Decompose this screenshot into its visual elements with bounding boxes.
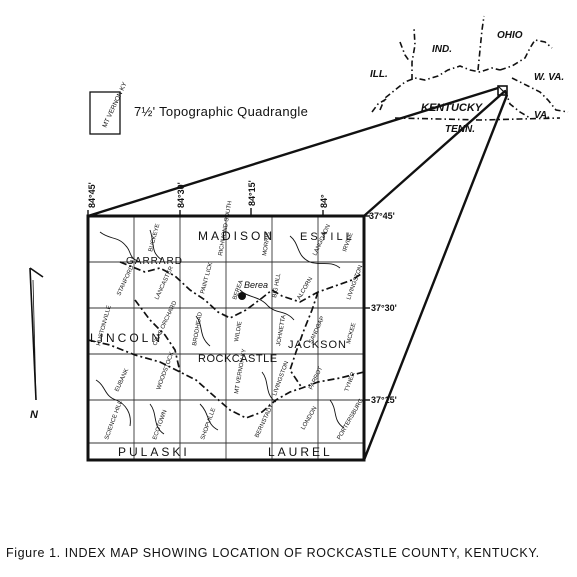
state-boundaries: [371, 15, 569, 121]
quad-label-woodstock: WOODSTOCK: [156, 351, 175, 391]
quad-label-tyner: TYNER: [344, 371, 357, 393]
quad-label-brodhead: BRODHEAD: [192, 311, 204, 346]
legend-sample-quadrangle: MT VERNON KY: [89, 81, 129, 135]
quad-label-portersburg: PORTERSBURG: [337, 398, 365, 441]
quad-label-mckee: MCKEE: [346, 322, 357, 344]
legend-label: 7½' Topographic Quadrangle: [134, 104, 309, 119]
quad-label-livingston-south: LIVINGSTON: [272, 361, 290, 397]
north-arrow: [29, 267, 44, 401]
quad-label-morris: MORRIS: [262, 232, 272, 257]
state-label-illinois: ILL.: [370, 69, 388, 80]
quad-label-paint-lick: PAINT LICK: [200, 262, 214, 295]
quad-label-eubank: EUBANK: [114, 368, 130, 393]
quad-label-crab-orchard: CRAB ORCHARD: [152, 300, 178, 347]
quad-label-johnetta: JOHNETTA: [276, 315, 287, 347]
quad-label-alcorn: ALCORN: [297, 276, 315, 301]
latitude-labels: 37°45' 37°30' 37°15': [369, 211, 397, 405]
quad-label-big-hill: BIG HILL: [272, 272, 282, 298]
county-label-rockcastle: ROCKCASTLE: [198, 353, 278, 365]
berea-town-label: Berea: [244, 280, 268, 290]
location-box-marker: [497, 85, 508, 96]
state-label-west-virginia: W. VA.: [534, 72, 564, 83]
state-label-virginia: VA.: [534, 110, 550, 121]
projection-lines: [87, 86, 509, 461]
quad-label-stanford: STANFORD: [116, 264, 135, 297]
county-label-lincoln: LINCOLN: [90, 331, 163, 345]
rockcastle-county-boundary: [87, 261, 365, 419]
latitude-label-37-15: 37°15': [371, 395, 397, 405]
quad-label-buckeye: BUCKEYE: [148, 223, 161, 252]
county-label-jackson: JACKSON: [288, 339, 347, 351]
longitude-labels: 84°45' 84°30' 84°15' 84°: [87, 180, 329, 208]
quad-label-parrot: PARROT: [308, 366, 324, 391]
state-label-kentucky: KENTUCKY: [421, 102, 484, 114]
county-map-frame: [86, 208, 370, 462]
quad-label-shopville: SHOPVILLE: [200, 407, 217, 440]
longitude-label-84: 84°: [319, 194, 329, 208]
longitude-label-84-45: 84°45': [87, 182, 97, 208]
county-label-laurel: LAUREL: [268, 445, 333, 459]
county-label-pulaski: PULASKI: [118, 445, 190, 459]
quad-label-london: LONDON: [301, 406, 319, 431]
figure-caption: Figure 1. INDEX MAP SHOWING LOCATION OF …: [6, 546, 540, 560]
quad-label-livingston-north: LIVINGSTON: [346, 265, 364, 301]
berea-town-marker: [238, 292, 246, 300]
latitude-label-37-30: 37°30': [371, 303, 397, 313]
county-label-garrard: GARRARD: [126, 256, 183, 267]
state-label-indiana: IND.: [432, 44, 452, 55]
quad-label-wildie: WILDIE: [234, 321, 243, 342]
quad-label-science-hill: SCIENCE HILL: [104, 399, 124, 440]
north-label: N: [30, 409, 39, 421]
county-label-estill: ESTILL: [300, 231, 355, 243]
county-labels: MADISON ESTILL GARRARD LINCOLN ROCKCASTL…: [90, 229, 355, 459]
longitude-label-84-15: 84°15': [247, 180, 257, 206]
county-label-madison: MADISON: [198, 229, 275, 243]
legend-sample-quad-label: MT VERNON KY: [101, 81, 128, 129]
longitude-label-84-30: 84°30': [176, 182, 186, 208]
state-label-ohio: OHIO: [497, 30, 523, 41]
latitude-label-37-45: 37°45': [369, 211, 395, 221]
streams: [95, 229, 345, 435]
